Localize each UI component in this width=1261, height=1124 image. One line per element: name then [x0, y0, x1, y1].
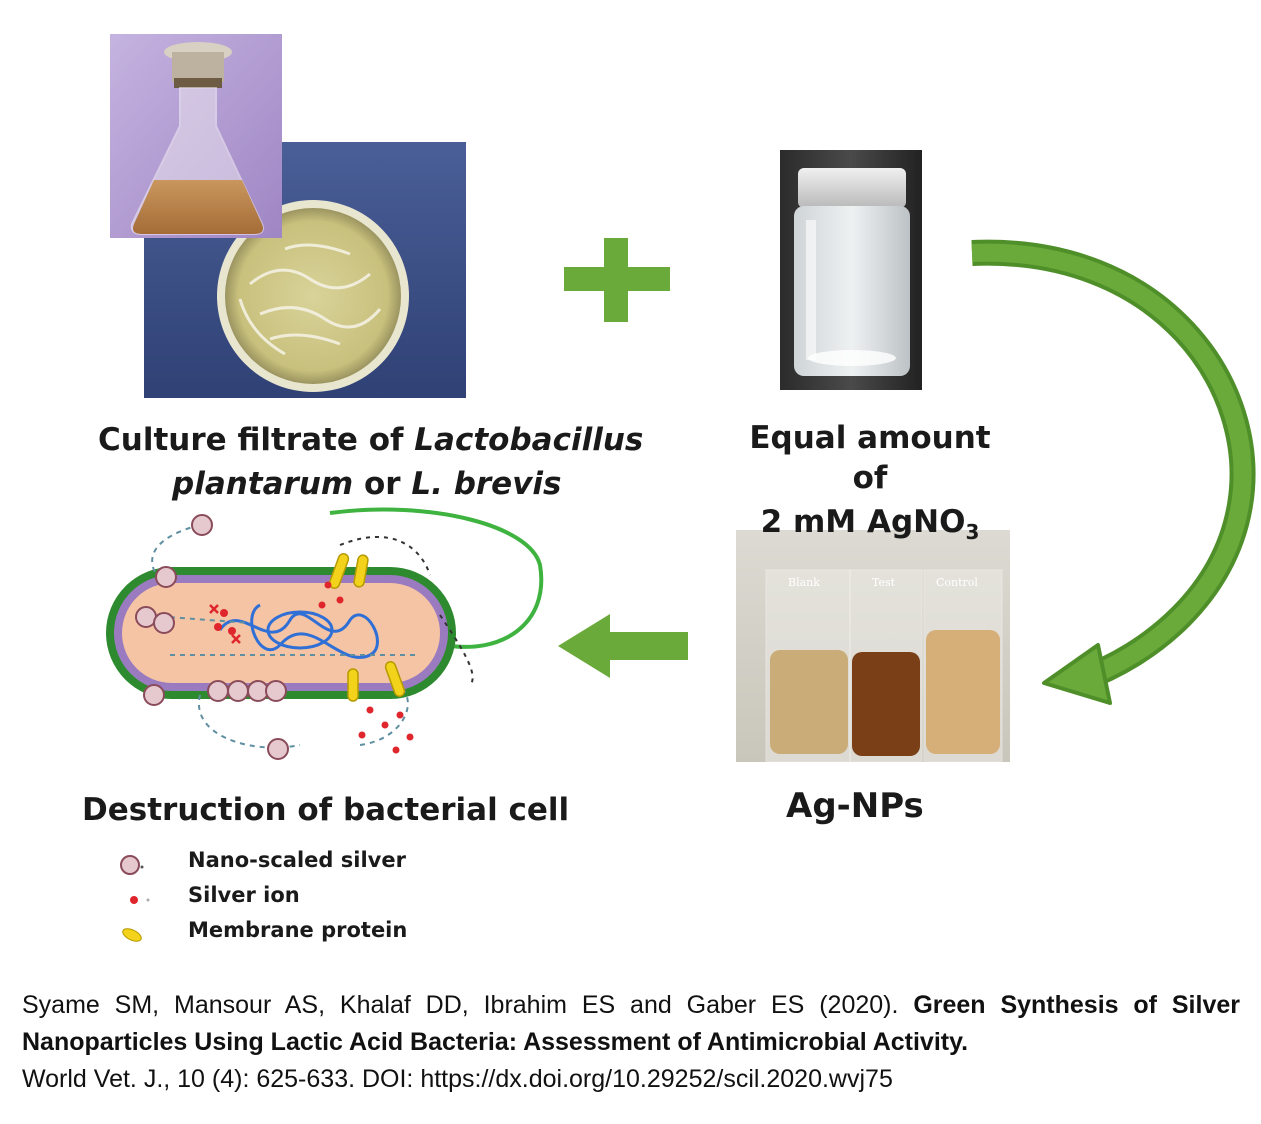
legend-item-nano-silver: Nano-scaled silver — [118, 845, 478, 880]
plus-icon — [564, 238, 670, 322]
flask-photo — [110, 34, 282, 238]
citation-journal: World Vet. J., 10 (4): 625-633. DOI: htt… — [22, 1065, 893, 1093]
nano-silver-icon — [120, 855, 144, 875]
tube-label-test: Test — [872, 576, 896, 589]
agno3-label-line2: 2 mM AgNO3 — [730, 502, 1010, 552]
culture-label-line2: plantarum or L. brevis — [98, 464, 643, 504]
agnps-tubes-photo: Blank Test Control — [736, 530, 1010, 762]
silver-ion-icon — [130, 896, 150, 904]
bacterial-cell-diagram — [106, 507, 544, 760]
culture-label-line1: Culture filtrate of Lactobacillus — [98, 420, 643, 460]
legend-label-silver-ion: Silver ion — [188, 883, 300, 907]
legend-item-silver-ion: Silver ion — [118, 880, 478, 915]
tube-label-control: Control — [936, 576, 978, 589]
culture-photos — [110, 34, 466, 398]
culture-label: Culture filtrate of Lactobacillus planta… — [98, 420, 643, 504]
legend-item-membrane-protein: Membrane protein — [118, 915, 478, 950]
culture-label-genus: Lactobacillus — [414, 422, 644, 458]
legend-label-membrane-protein: Membrane protein — [188, 918, 408, 942]
culture-label-species2: L. brevis — [411, 466, 562, 502]
culture-label-species1: plantarum — [172, 466, 354, 502]
legend-label-nano-silver: Nano-scaled silver — [188, 848, 406, 872]
agno3-formula: 2 mM AgNO — [760, 504, 966, 540]
tube-label-blank: Blank — [788, 576, 820, 589]
culture-label-or: or — [353, 466, 412, 502]
citation: Syame SM, Mansour AS, Khalaf DD, Ibrahim… — [22, 987, 1240, 1098]
left-arrow-icon — [558, 614, 688, 678]
citation-authors: Syame SM, Mansour AS, Khalaf DD, Ibrahim… — [22, 991, 914, 1019]
legend: Nano-scaled silver Silver ion Membrane p… — [118, 845, 478, 950]
membrane-protein-icon — [122, 928, 142, 942]
petri-dish-photo — [144, 142, 466, 398]
agno3-vial-photo — [780, 150, 922, 390]
agno3-subscript: 3 — [965, 520, 980, 545]
agnps-label: Ag-NPs — [786, 786, 924, 826]
agno3-label-line1: Equal amount of — [749, 420, 991, 496]
agno3-label: Equal amount of 2 mM AgNO3 — [730, 418, 1010, 552]
curved-arrow-icon — [971, 239, 1256, 705]
citation-title: Green Synthesis of Silver Nanoparticles … — [22, 991, 1240, 1056]
culture-label-text: Culture filtrate of — [98, 422, 415, 458]
destruction-label: Destruction of bacterial cell — [82, 792, 570, 828]
